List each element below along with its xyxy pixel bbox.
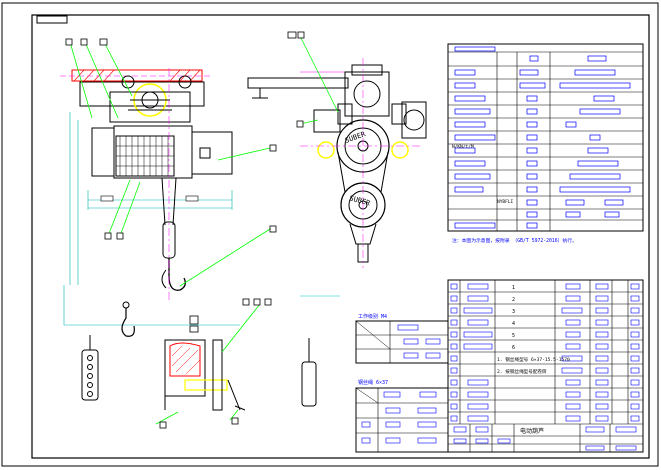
small-table-2-title: 钢丝绳 6×37 [358, 379, 388, 386]
bom-row-5: 5 [512, 333, 515, 339]
param-special-2: NYBFLI [497, 199, 514, 205]
small-table-2: 钢丝绳 6×37 [355, 379, 449, 453]
params-note: 注：本图为示意图，按附录 （GB/T 5972-2016）执行。 [452, 237, 577, 244]
front-view [60, 68, 240, 337]
small-table-1-title: 工作级别 M4 [358, 313, 387, 320]
bom-table: 1 2 3 4 5 6 1. 钢丝绳型号 6×37-15.5-1570 2. 按… [447, 279, 644, 453]
inner-drawing-frame [31, 14, 650, 459]
bom-row-4: 4 [512, 321, 515, 327]
section-detail [164, 339, 246, 411]
bom-row-6: 6 [512, 345, 515, 351]
small-table-1: 工作级别 M4 [355, 313, 449, 364]
title-block-title: 电动葫芦 [520, 427, 544, 435]
bom-row-2: 2 [512, 297, 515, 303]
bom-row-3: 3 [512, 309, 515, 315]
center-note-2: 2. 按钢丝绳型号配卷筒 [497, 368, 547, 375]
pendant-left [81, 335, 99, 401]
pendant-right [301, 338, 317, 407]
center-note-1: 1. 钢丝绳型号 6×37-15.5-1570 [497, 356, 570, 363]
params-table: N/KN/t/M NYBFLI 注：本图为示意图，按附录 （GB/T 5972-… [447, 43, 644, 244]
plate-text-b: SUBER [348, 194, 371, 207]
frame-corner-tag [36, 15, 68, 24]
param-special-1: N/KN/t/M [452, 144, 474, 150]
bom-row-1: 1 [512, 285, 515, 291]
plate-text-a: SUBER [344, 130, 367, 145]
side-view: SUBER SUBER [247, 58, 427, 268]
rail-section [71, 69, 203, 82]
leader-lines [69, 35, 339, 425]
callout-tags [65, 31, 305, 429]
